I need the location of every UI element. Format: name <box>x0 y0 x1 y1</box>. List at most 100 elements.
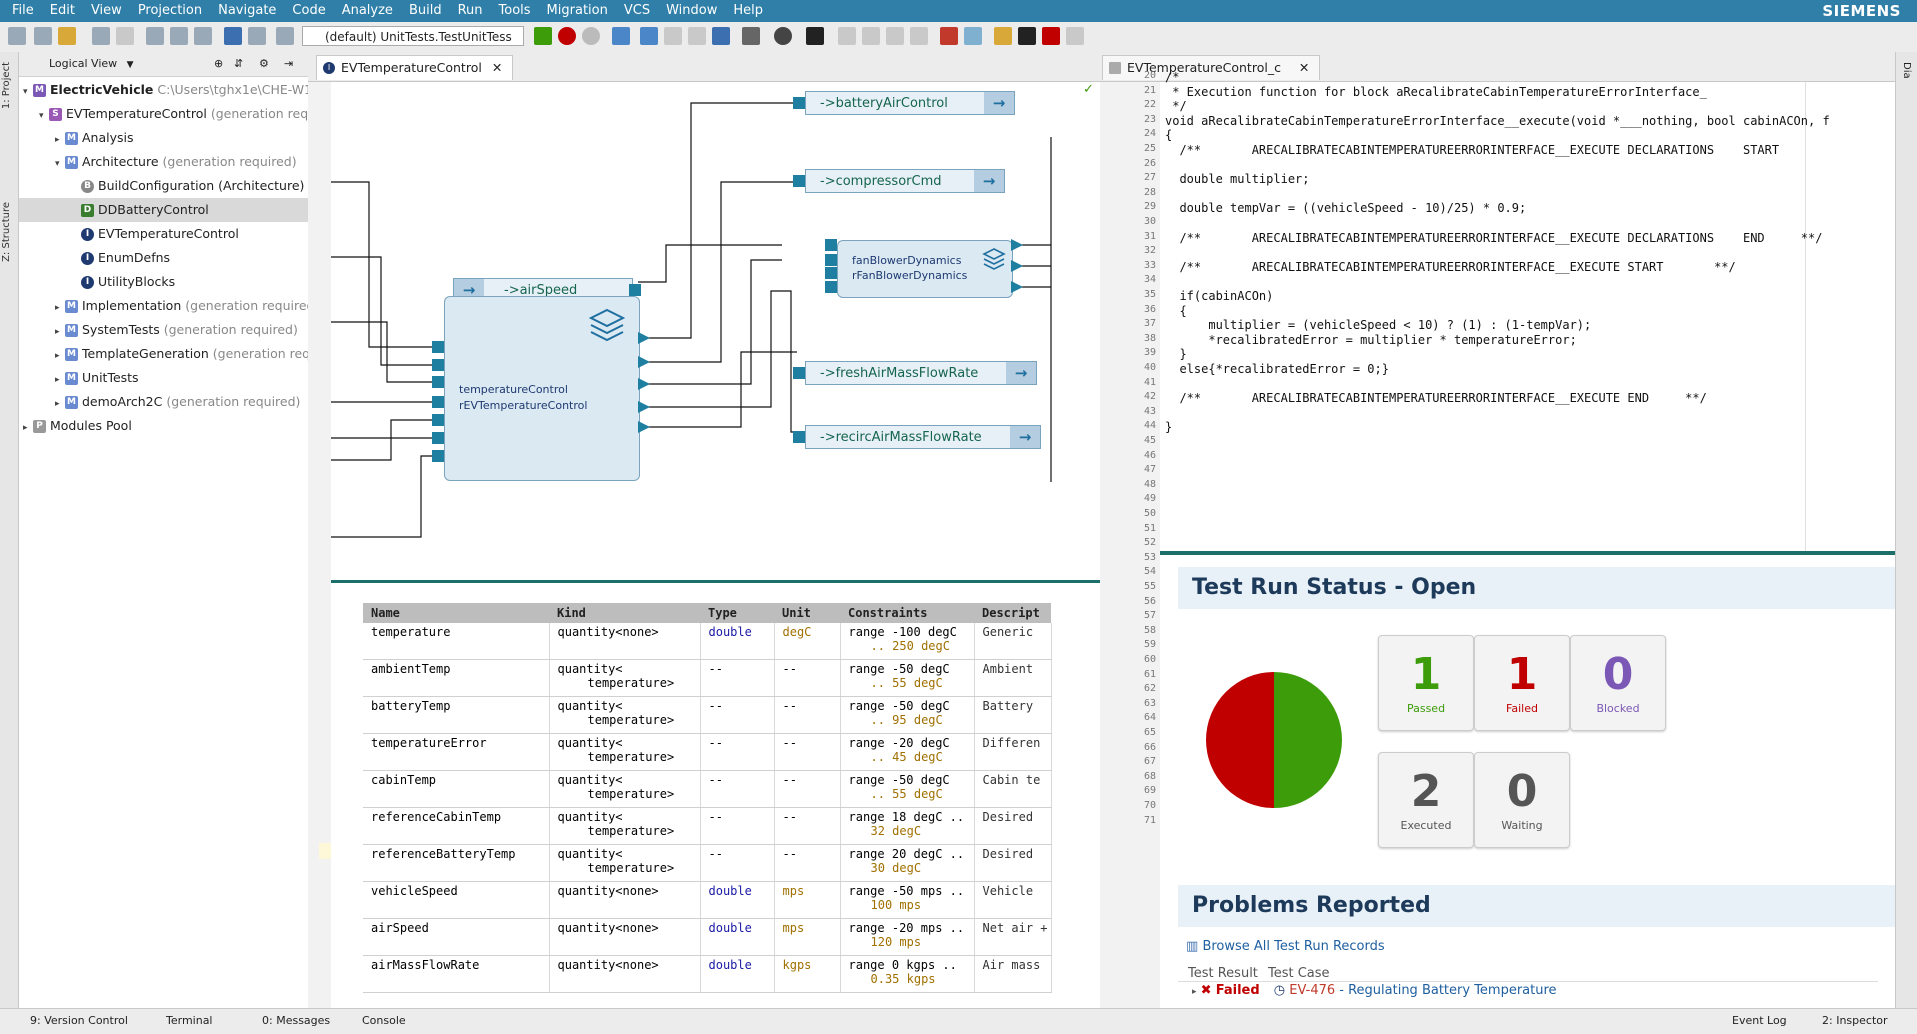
expand-icon[interactable]: ▾ <box>23 87 28 97</box>
table-cell[interactable]: Differen <box>974 733 1052 771</box>
table-cell[interactable]: -- <box>700 844 775 882</box>
settings-icon[interactable] <box>742 27 760 45</box>
table-cell[interactable]: Cabin te <box>974 770 1052 808</box>
tool-d-icon[interactable] <box>910 27 928 45</box>
locate-icon[interactable]: ⊕ <box>214 57 224 70</box>
run-configuration-select[interactable]: (default) UnitTests.TestUnitTess <box>302 26 524 46</box>
table-cell[interactable]: Air mass <box>974 955 1052 993</box>
version-control-tab[interactable]: 9: Version Control <box>30 1014 128 1027</box>
temperature-control-block[interactable]: temperatureControl rEVTemperatureControl <box>444 296 640 481</box>
table-cell[interactable]: quantity<temperature> <box>549 696 701 734</box>
project-structure-icon[interactable] <box>276 27 294 45</box>
inspector-tab[interactable]: 2: Inspector <box>1822 1014 1888 1027</box>
expand-icon[interactable]: ▸ <box>55 303 60 313</box>
table-cell[interactable]: quantity<none> <box>549 955 701 993</box>
table-cell[interactable]: double <box>700 955 775 993</box>
menu-item[interactable]: Help <box>733 3 763 18</box>
tool-e-icon[interactable] <box>940 27 958 45</box>
cut-icon[interactable] <box>146 27 164 45</box>
expand-icon[interactable]: ▾ <box>39 111 44 121</box>
column-header[interactable]: Descript <box>974 603 1051 623</box>
table-cell[interactable]: batteryTemp <box>363 696 550 734</box>
table-cell[interactable]: referenceBatteryTemp <box>363 844 550 882</box>
table-cell[interactable]: -- <box>774 807 841 845</box>
vcs-compare-icon[interactable] <box>664 27 682 45</box>
table-cell[interactable]: quantity<none> <box>549 623 701 660</box>
table-cell[interactable]: quantity<temperature> <box>549 733 701 771</box>
table-cell[interactable]: quantity<temperature> <box>549 770 701 808</box>
hide-icon[interactable]: ⇥ <box>284 57 294 70</box>
tool-g-icon[interactable] <box>994 27 1012 45</box>
table-cell[interactable]: temperatureError <box>363 733 550 771</box>
expand-icon[interactable]: ▾ <box>55 159 60 169</box>
table-cell[interactable]: range -20 mps ..120 mps <box>840 918 975 956</box>
stop-icon[interactable] <box>582 27 600 45</box>
collapse-icon[interactable]: ⇵ <box>234 57 244 70</box>
tool-h-icon[interactable] <box>1018 27 1036 45</box>
table-cell[interactable]: -- <box>774 733 841 771</box>
structure-tool-tab[interactable]: Z: Structure <box>1 202 12 262</box>
vcs-commit-icon[interactable] <box>640 27 658 45</box>
event-log-tab[interactable]: Event Log <box>1732 1014 1787 1027</box>
table-cell[interactable]: -- <box>774 770 841 808</box>
signal-fresh-air-mass-flow-rate[interactable]: ->freshAirMassFlowRate → <box>805 361 1037 385</box>
table-cell[interactable]: range -20 degC.. 45 degC <box>840 733 975 771</box>
right-strip-tab[interactable]: Dia <box>1901 62 1912 79</box>
chevron-down-icon[interactable]: ▼ <box>126 60 134 70</box>
table-cell[interactable]: range 0 kgps ..0.35 kgps <box>840 955 975 993</box>
view-selector[interactable]: Logical View <box>49 57 118 70</box>
menu-item[interactable]: Edit <box>49 3 75 18</box>
open-icon[interactable] <box>8 27 26 45</box>
redo-icon[interactable] <box>116 27 134 45</box>
revert-icon[interactable] <box>712 27 730 45</box>
table-cell[interactable]: -- <box>700 770 775 808</box>
tool-i-icon[interactable] <box>1042 27 1060 45</box>
column-header[interactable]: Unit <box>774 603 840 623</box>
menu-item[interactable]: Migration <box>546 3 608 18</box>
undo-icon[interactable] <box>92 27 110 45</box>
tool-f-icon[interactable] <box>964 27 982 45</box>
table-cell[interactable]: airSpeed <box>363 918 550 956</box>
table-cell[interactable]: range -100 degC.. 250 degC <box>840 623 975 660</box>
paste-icon[interactable] <box>194 27 212 45</box>
test-case-id[interactable]: EV-476 <box>1289 983 1336 998</box>
terminal-tab[interactable]: Terminal <box>166 1014 213 1027</box>
browse-records-link[interactable]: ▥ Browse All Test Run Records <box>1186 939 1385 954</box>
code-editor[interactable]: /* * Execution function for block aRecal… <box>1160 70 1895 552</box>
table-cell[interactable]: airMassFlowRate <box>363 955 550 993</box>
refresh-icon[interactable] <box>58 27 76 45</box>
signal-recirc-air-mass-flow-rate[interactable]: ->recircAirMassFlowRate → <box>805 425 1041 449</box>
table-cell[interactable]: Battery <box>974 696 1052 734</box>
table-cell[interactable]: double <box>700 881 775 919</box>
signal-compressor-cmd[interactable]: ->compressorCmd → <box>805 169 1005 193</box>
table-cell[interactable]: Desired <box>974 844 1052 882</box>
tool-a-icon[interactable] <box>838 27 856 45</box>
help-icon[interactable] <box>774 27 792 45</box>
menu-item[interactable]: Analyze <box>341 3 393 18</box>
table-cell[interactable]: range 18 degC ..32 degC <box>840 807 975 845</box>
menu-item[interactable]: Code <box>292 3 326 18</box>
table-cell[interactable]: -- <box>774 659 841 697</box>
table-cell[interactable]: Net air + vehicl <box>974 918 1052 956</box>
table-cell[interactable]: quantity<temperature> <box>549 807 701 845</box>
menu-item[interactable]: Tools <box>498 3 531 18</box>
tab-evtemperaturecontrol-c[interactable]: EVTemperatureControl_c ✕ <box>1102 55 1321 80</box>
table-cell[interactable]: -- <box>700 659 775 697</box>
